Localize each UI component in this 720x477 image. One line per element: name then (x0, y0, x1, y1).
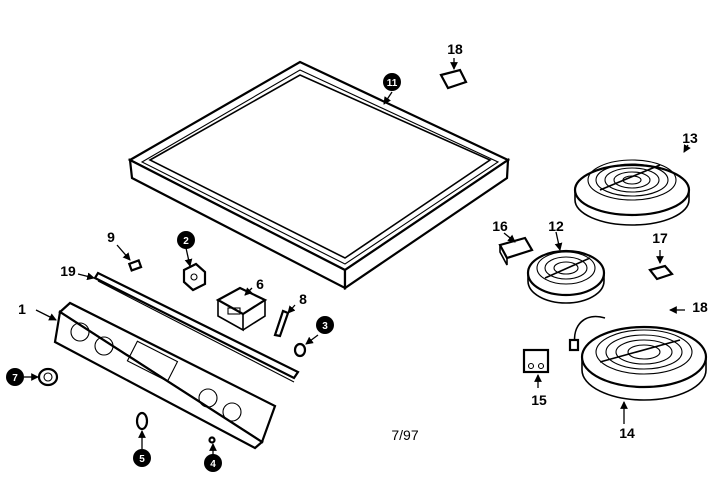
cooktop-frame (127, 60, 511, 291)
knob-3 (293, 342, 307, 358)
surface-element-large (573, 159, 691, 226)
terminal-block-16 (498, 236, 534, 266)
date-code: 7/97 (391, 427, 418, 443)
label-part-15: 15 (531, 392, 547, 408)
switch-2 (182, 262, 207, 292)
trim-strip (93, 271, 300, 383)
label-part-12: 12 (548, 218, 564, 234)
leader-lines (24, 58, 691, 455)
clip-18-top (439, 68, 468, 90)
screw-4 (208, 436, 216, 444)
callout-circle-11 (383, 73, 401, 91)
label-part-9: 9 (107, 229, 115, 245)
surface-element-small (526, 249, 606, 304)
label-part-17: 17 (652, 230, 668, 246)
label-part-11: 11 (387, 78, 398, 89)
callout-circle-3 (316, 316, 334, 334)
callout-circle-7 (6, 368, 24, 386)
label-part-16: 16 (492, 218, 508, 234)
callout-circle-2 (177, 231, 195, 249)
label-part-14: 14 (619, 425, 635, 441)
knob-5 (135, 411, 149, 431)
clip-9 (127, 259, 143, 272)
label-part-7: 7 (12, 373, 18, 384)
callout-circle-4 (204, 454, 222, 472)
knob-7 (37, 367, 59, 387)
label-part-2: 2 (183, 236, 189, 247)
control-panel (53, 301, 277, 450)
label-part-6: 6 (256, 276, 264, 292)
clip-17 (648, 264, 674, 281)
callout-circle-5 (133, 449, 151, 467)
timer-6 (215, 286, 268, 332)
block-15 (522, 348, 550, 374)
label-part-8: 8 (299, 291, 307, 307)
label-part-19: 19 (60, 263, 76, 279)
label-part-18-top: 18 (447, 41, 463, 57)
label-part-18-right: 18 (692, 299, 708, 315)
label-part-4: 4 (210, 459, 216, 470)
label-part-5: 5 (139, 454, 145, 465)
label-part-3: 3 (322, 321, 328, 332)
surface-element-bottom (568, 315, 708, 401)
label-part-13: 13 (682, 130, 698, 146)
rod-8 (273, 309, 290, 338)
label-part-1: 1 (18, 301, 26, 317)
